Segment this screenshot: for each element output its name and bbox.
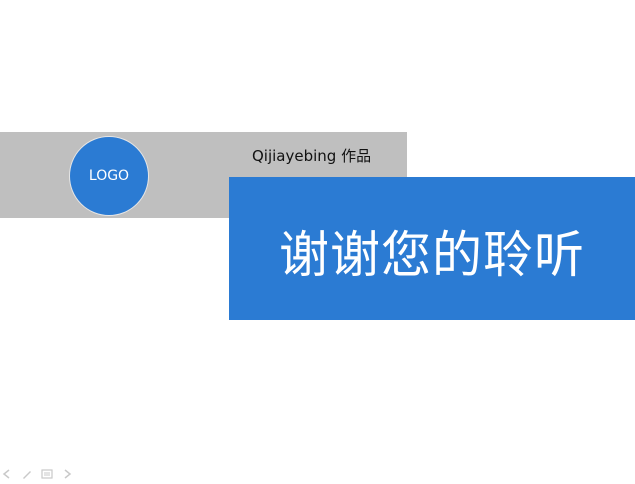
pen-icon[interactable] — [20, 467, 34, 481]
logo-text: LOGO — [88, 168, 130, 184]
menu-icon[interactable] — [40, 467, 54, 481]
slideshow-toolbar — [0, 466, 74, 482]
forward-arrow-icon[interactable] — [60, 467, 74, 481]
logo-circle: LOGO — [69, 136, 149, 216]
thanks-title: 谢谢您的聆听 — [279, 226, 585, 284]
thanks-panel: 谢谢您的聆听 — [229, 177, 635, 320]
back-arrow-icon[interactable] — [0, 467, 14, 481]
author-label: Qijiayebing 作品 — [252, 147, 372, 165]
